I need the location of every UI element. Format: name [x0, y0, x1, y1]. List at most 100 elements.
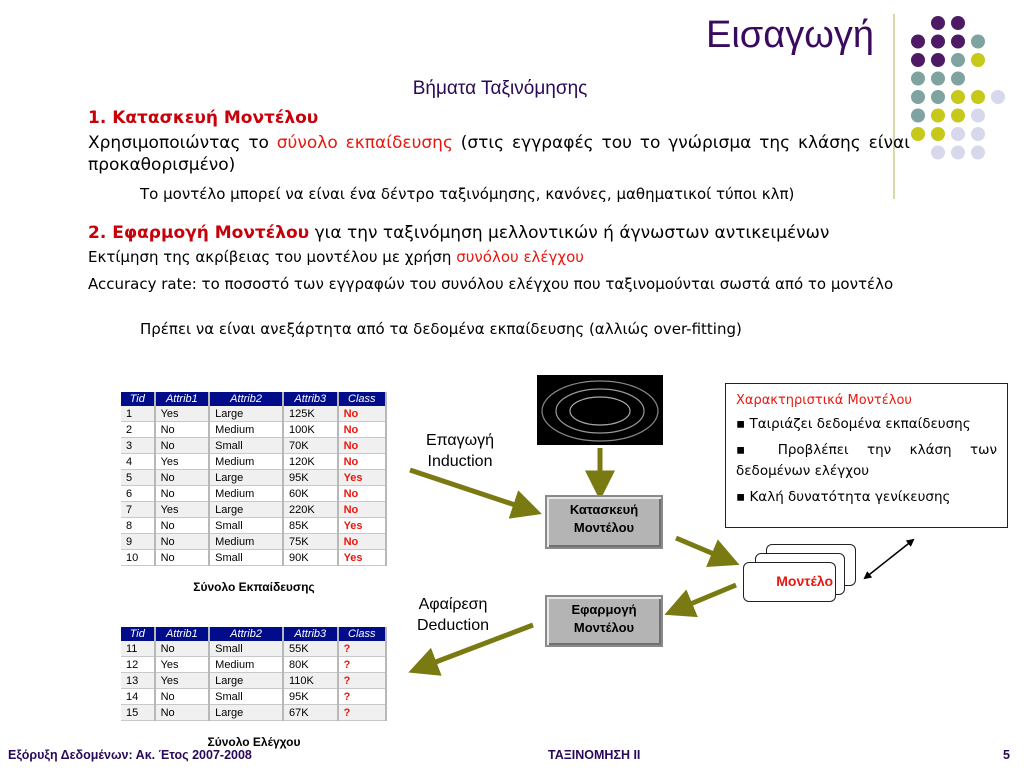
table-cell-attrib2: Medium: [209, 485, 284, 502]
build-model-box: Κατασκευή Μοντέλου: [545, 495, 663, 549]
table-cell-attrib2: Medium: [209, 533, 284, 550]
decorative-dot: [991, 90, 1005, 104]
model-property-item: ▪ Καλή δυνατότητα γενίκευσης: [736, 487, 997, 508]
bullet-icon: ▪: [736, 489, 750, 505]
table-cell-attrib2: Medium: [209, 656, 284, 673]
step2-line2: Accuracy rate: το ποσοστό των εγγραφών τ…: [88, 275, 894, 293]
table-cell-attrib2: Large: [209, 406, 284, 422]
induction-label: Επαγωγή Induction: [410, 430, 510, 472]
step2-line1-pre: Εκτίμηση της ακρίβειας του μοντέλου με χ…: [88, 248, 457, 266]
model-property-item: ▪ Ταιριάζει δεδομένα εκπαίδευσης: [736, 414, 997, 435]
table-cell-attrib3: 90K: [282, 549, 339, 566]
decorative-dot: [931, 16, 945, 30]
deduction-label: Αφαίρεση Deduction: [398, 594, 508, 636]
slide-title: Εισαγωγή: [705, 14, 874, 56]
training-table-header-tid: Tid: [121, 392, 156, 406]
slide-subtitle: Βήματα Ταξινόμησης: [412, 78, 588, 99]
decorative-dot: [951, 90, 965, 104]
decorative-dot: [931, 53, 945, 67]
apply-model-box: Εφαρμογή Μοντέλου: [545, 595, 663, 647]
table-cell-attrib1: No: [154, 421, 211, 438]
deduction-label-gr: Αφαίρεση: [418, 596, 488, 613]
decorative-dot: [971, 34, 985, 49]
table-cell-attrib3: 100K: [282, 421, 339, 438]
arrow-induction: [409, 467, 542, 519]
test-table-header-class: Class: [337, 627, 388, 641]
bullet-icon: ▪: [736, 442, 778, 458]
induction-label-en: Induction: [427, 453, 493, 470]
table-cell-attrib3: 220K: [282, 501, 339, 518]
deduction-label-en: Deduction: [416, 617, 490, 634]
decorative-dot: [951, 108, 965, 123]
decorative-dot: [931, 145, 945, 160]
model-properties-box: Χαρακτηριστικά Μοντέλου ▪ Ταιριάζει δεδο…: [725, 383, 1008, 528]
decorative-dot: [931, 90, 945, 104]
table-cell-class: ?: [337, 704, 388, 721]
arrow-model-properties: [863, 538, 915, 580]
decorative-dot: [911, 34, 925, 49]
table-cell-attrib2: Large: [209, 704, 284, 721]
table-cell-attrib1: Yes: [154, 453, 211, 470]
decorative-dot: [931, 34, 945, 49]
decorative-dot: [951, 53, 965, 67]
arrow-build-to-model: [675, 535, 740, 567]
table-cell-tid: 13: [121, 672, 156, 689]
table-cell-tid: 6: [121, 485, 156, 502]
table-cell-attrib1: No: [154, 641, 211, 657]
table-cell-class: ?: [337, 688, 388, 705]
decorative-dot: [951, 127, 965, 141]
decorative-dot: [951, 16, 965, 30]
table-cell-tid: 2: [121, 421, 156, 438]
table-cell-tid: 12: [121, 656, 156, 673]
table-cell-class: Yes: [337, 517, 388, 534]
table-cell-class: No: [337, 421, 388, 438]
decorative-dot: [911, 90, 925, 104]
decorative-dot: [951, 34, 965, 49]
step1-note: Το μοντέλο μπορεί να είναι ένα δέντρο τα…: [140, 185, 795, 203]
table-cell-attrib1: No: [154, 517, 211, 534]
decorative-dot: [911, 71, 925, 86]
table-cell-tid: 15: [121, 704, 156, 721]
table-cell-attrib2: Small: [209, 517, 284, 534]
table-cell-attrib1: No: [154, 549, 211, 566]
table-cell-attrib3: 95K: [282, 469, 339, 486]
table-cell-attrib2: Large: [209, 501, 284, 518]
table-cell-tid: 9: [121, 533, 156, 550]
table-cell-attrib3: 70K: [282, 437, 339, 454]
step1-text: Χρησιμοποιώντας το σύνολο εκπαίδευσης (σ…: [88, 132, 910, 176]
table-cell-attrib3: 67K: [282, 704, 339, 721]
step1-text-post: (στις εγγραφές του το γνώρισμα της κλάση…: [88, 133, 911, 175]
induction-label-gr: Επαγωγή: [425, 432, 495, 449]
table-cell-tid: 4: [121, 453, 156, 470]
table-cell-attrib3: 95K: [282, 688, 339, 705]
table-cell-class: No: [337, 406, 388, 422]
table-cell-class: Yes: [337, 549, 388, 566]
table-cell-attrib2: Small: [209, 641, 284, 657]
decorative-dot: [971, 90, 985, 104]
decorative-dot: [971, 127, 985, 141]
test-table-header-tid: Tid: [121, 627, 156, 641]
table-cell-attrib1: No: [154, 469, 211, 486]
step1-heading: 1. Κατασκευή Μοντέλου: [88, 108, 319, 128]
title-divider: [893, 14, 895, 199]
table-cell-attrib1: No: [154, 688, 211, 705]
training-table-header-attrib1: Attrib1: [154, 392, 211, 406]
table-cell-tid: 1: [121, 406, 156, 422]
table-cell-attrib1: No: [154, 533, 211, 550]
table-cell-class: Yes: [337, 469, 388, 486]
table-cell-attrib2: Medium: [209, 421, 284, 438]
footer-course: Εξόρυξη Δεδομένων: Ακ. Έτος 2007-2008: [8, 748, 252, 762]
step2-heading-line: 2. Εφαρμογή Μοντέλου για την ταξινόμηση …: [88, 222, 829, 244]
decorative-dot: [931, 71, 945, 86]
test-table-header-attrib1: Attrib1: [154, 627, 211, 641]
